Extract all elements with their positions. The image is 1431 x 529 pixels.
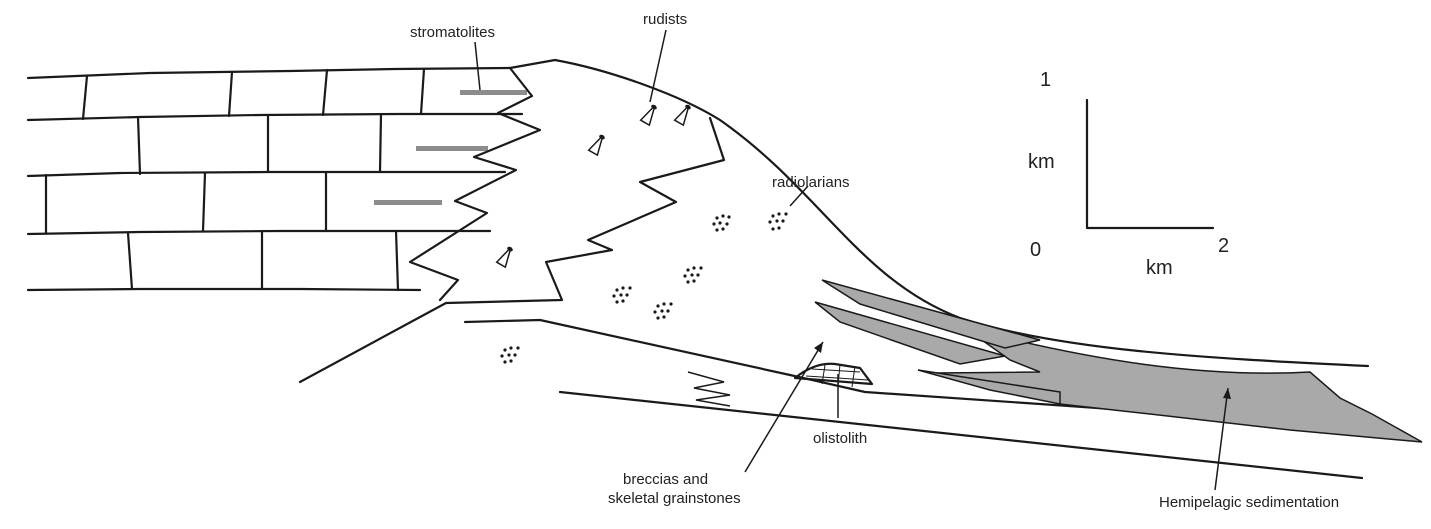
label-stromatolites: stromatolites [410,24,495,41]
bed-line-5 [28,289,420,290]
reef-zigzag [446,118,724,303]
stromatolite-layers [374,90,527,205]
label-breccias-line1: breccias and [623,471,708,488]
scale-horizontal-unit: km [1146,257,1173,279]
olistolith-block [795,364,872,387]
stromatolites-leader [475,42,480,90]
scale-vertical-unit: km [1028,151,1055,173]
radiolarian-dots-icon [612,286,631,303]
basal-breccia-zigzag [688,372,730,406]
rudist-icon [497,245,516,267]
label-breccias-line2: skeletal grainstones [608,490,741,507]
basal-fault-line [300,303,446,382]
olistolith-outline [795,364,872,384]
rudist-icon [675,103,694,125]
platform-margin-zigzag [410,68,540,300]
scale-horizontal-end: 2 [1218,235,1229,257]
rudist-icon [641,103,660,125]
radiolarian-dots-icon [683,266,702,283]
label-olistolith: olistolith [813,430,867,447]
bed-line-4 [28,231,490,234]
radiolarian-clusters [500,212,787,363]
stromatolite-bed-3 [374,200,442,205]
radiolarian-dots-icon [500,346,519,363]
label-rudists: rudists [643,11,687,28]
bed-line-2 [28,114,522,120]
bed-line-3 [28,172,505,176]
radiolarian-dots-icon [768,212,787,230]
scale-bar: 1 km 0 km 2 [1028,69,1229,279]
scale-origin: 0 [1030,239,1041,261]
radiolarian-dots-icon [712,214,730,231]
label-radiolarians: radiolarians [772,174,850,191]
radiolarian-dots-icon [653,302,672,319]
stromatolite-bed-2 [416,146,488,151]
hemipelagic-sediments [815,280,1422,442]
breccias-arrow [745,342,823,472]
bed-line-1 [28,68,510,78]
stromatolite-bed-1 [460,90,527,95]
label-hemipelagic: Hemipelagic sedimentation [1159,494,1339,511]
scale-vertical-top: 1 [1040,69,1051,91]
breccias-arrowhead [814,342,823,353]
rudist-icon [589,133,608,155]
leader-lines [475,30,1231,490]
bed-joints [46,69,424,290]
platform-limestone-beds [28,68,522,290]
scale-bar-axes [1087,100,1213,228]
